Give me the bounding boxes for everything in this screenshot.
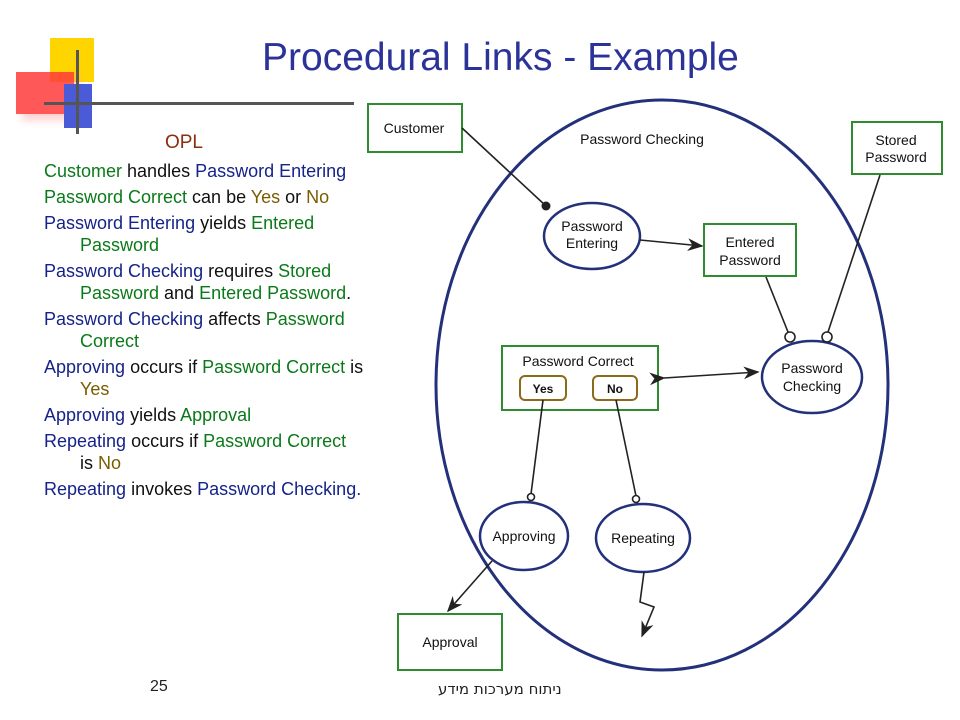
- instrument-circle-entered: [784, 331, 796, 343]
- opl-sentence: Password Checking requires Stored Passwo…: [44, 260, 364, 304]
- opl-segment: is: [345, 357, 364, 377]
- opm-diagram: Password Checking Customer Stored Passwo…: [367, 98, 943, 672]
- opl-segment: Password Correct: [44, 187, 188, 207]
- opl-sentence: Repeating occurs if Password Correct is …: [44, 430, 364, 474]
- opl-segment: and: [159, 283, 200, 303]
- opl-segment: Approval: [180, 405, 252, 425]
- opl-sentence: Approving occurs if Password Correct is …: [44, 356, 364, 400]
- opl-segment: occurs if: [126, 431, 204, 451]
- approval-label: Approval: [422, 634, 477, 650]
- instrument-link-stored-password: [827, 174, 881, 333]
- instrument-link-entered-password: [765, 276, 789, 333]
- opl-segment: is: [80, 453, 98, 473]
- opl-segment: No: [306, 187, 330, 207]
- opl-sentence: Password Correct can be Yes or No: [44, 186, 364, 208]
- opl-segment: Yes: [250, 187, 281, 207]
- slide-number: 25: [150, 678, 168, 695]
- opl-segment: Password Correct: [80, 309, 345, 351]
- opl-sentence: Password Entering yields Entered Passwor…: [44, 212, 364, 256]
- approving-label: Approving: [492, 528, 555, 544]
- customer-object: Customer: [367, 103, 463, 153]
- opl-segment: affects: [203, 309, 266, 329]
- footer-text: ניתוח מערכות מידע: [438, 680, 562, 698]
- opl-heading: OPL: [164, 132, 204, 153]
- opl-segment: Password Correct: [203, 431, 347, 451]
- agent-link-dot: [541, 201, 551, 211]
- condition-link-yes: [530, 399, 544, 495]
- entered-password-label-2: Password: [719, 252, 780, 268]
- opl-segment: yields: [195, 213, 252, 233]
- opl-segment: Repeating: [44, 479, 127, 499]
- opl-segment: Repeating: [44, 431, 127, 451]
- zoom-process-label: Password Checking: [580, 131, 704, 147]
- opl-segment: Entered Password: [199, 283, 347, 303]
- state-no: [592, 375, 638, 401]
- customer-label: Customer: [384, 120, 445, 136]
- effect-link-password-correct: [649, 366, 760, 386]
- stored-password-object: Stored Password: [851, 121, 943, 175]
- opl-segment: Approving: [44, 357, 126, 377]
- condition-circle-no: [631, 494, 641, 504]
- password-entering-process: Password Entering: [542, 201, 642, 271]
- condition-circle-yes: [526, 492, 536, 502]
- opl-segment: Stored Password: [80, 261, 332, 303]
- password-checking-process: Password Checking: [760, 339, 864, 415]
- approving-process: Approving: [478, 500, 570, 572]
- invocation-link: [639, 571, 656, 638]
- opl-segment: Password Entering: [195, 161, 347, 181]
- opl-segment: or: [280, 187, 307, 207]
- password-checking-label-1: Password: [781, 360, 842, 376]
- opl-segment: Entered Password: [80, 213, 315, 255]
- opl-segment: invokes: [126, 479, 198, 499]
- agent-link-customer: [461, 127, 547, 207]
- opl-segment: can be: [187, 187, 251, 207]
- opl-segment: requires: [203, 261, 279, 281]
- condition-link-no: [615, 399, 637, 497]
- opl-sentence: Password Checking affects Password Corre…: [44, 308, 364, 352]
- opl-sentence: Approving yields Approval: [44, 404, 364, 426]
- opl-sentence: Repeating invokes Password Checking.: [44, 478, 364, 500]
- approval-object: Approval: [397, 613, 503, 671]
- opl-segment: Password Entering: [44, 213, 196, 233]
- opl-segment: Password Correct: [202, 357, 346, 377]
- opl-segment: .: [346, 283, 352, 303]
- opl-segment: handles: [122, 161, 196, 181]
- opl-segment: No: [98, 453, 122, 473]
- opl-segment: Customer: [44, 161, 123, 181]
- password-checking-label-2: Checking: [783, 378, 841, 394]
- decorative-horizontal-line: [44, 102, 354, 105]
- password-entering-label-1: Password: [561, 218, 622, 234]
- decorative-vertical-line: [76, 50, 79, 134]
- password-correct-label: Password Correct: [522, 353, 633, 369]
- opl-sentence: Customer handles Password Entering: [44, 160, 364, 182]
- password-checking-zoom-ellipse: [434, 98, 890, 672]
- opl-segment: occurs if: [125, 357, 203, 377]
- repeating-label: Repeating: [611, 530, 675, 546]
- instrument-circle-stored: [821, 331, 833, 343]
- entered-password-label-1: Entered: [725, 234, 774, 250]
- password-entering-label-2: Entering: [566, 235, 618, 251]
- opl-segment: yields: [125, 405, 181, 425]
- stored-password-label-2: Password: [865, 149, 926, 165]
- opl-segment: Yes: [80, 379, 110, 399]
- password-correct-object: Password Correct Yes No: [501, 345, 659, 411]
- entered-password-object: Entered Password: [703, 223, 797, 277]
- repeating-process: Repeating: [594, 502, 692, 574]
- result-link-entered-password: [639, 238, 704, 251]
- opl-segment: Password Checking: [44, 309, 204, 329]
- result-link-approval: [446, 560, 493, 613]
- stored-password-label-1: Stored: [875, 132, 916, 148]
- slide-title: Procedural Links - Example: [262, 36, 739, 79]
- opl-segment: Password Checking: [44, 261, 204, 281]
- opl-segment: Approving: [44, 405, 126, 425]
- state-yes-label: Yes: [533, 382, 554, 396]
- opl-segment: Password Checking.: [197, 479, 362, 499]
- state-no-label: No: [607, 382, 623, 396]
